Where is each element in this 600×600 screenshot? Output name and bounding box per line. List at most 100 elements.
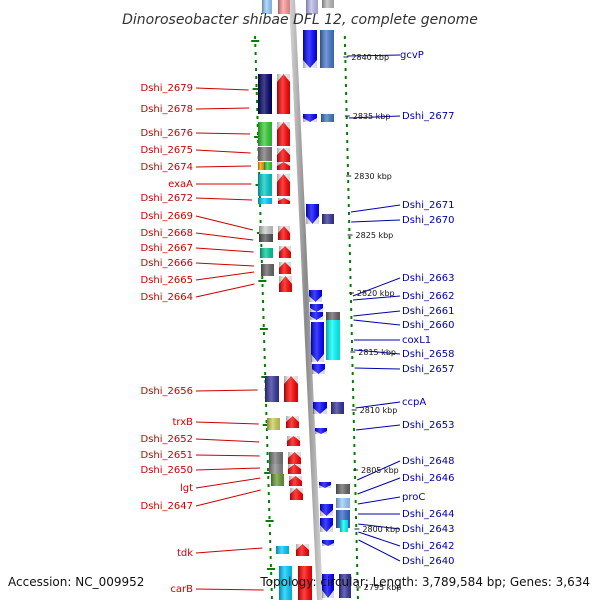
gene-feature[interactable] [278,226,290,240]
gene-feature[interactable] [260,248,273,258]
forward-gene-label[interactable]: Dshi_2647 [141,501,193,512]
gene-feature[interactable] [279,262,291,274]
reverse-gene-label[interactable]: Dshi_2662 [402,291,454,302]
reverse-gene-label[interactable]: Dshi_2643 [402,524,454,535]
gene-feature[interactable] [311,322,324,362]
reverse-gene-label[interactable]: Dshi_2642 [402,541,454,552]
gene-feature[interactable] [290,488,303,500]
gene-feature[interactable] [322,540,334,546]
gene-feature[interactable] [320,504,333,516]
forward-gene-label[interactable]: Dshi_2676 [141,128,193,139]
gene-feature[interactable] [269,452,283,464]
gene-feature[interactable] [288,452,301,464]
gene-feature[interactable] [259,234,273,242]
gene-feature[interactable] [336,498,350,508]
gene-feature[interactable] [312,364,325,374]
gene-feature[interactable] [279,276,292,292]
gene-feature[interactable] [296,544,309,556]
gene-feature[interactable] [265,376,279,402]
reverse-gene-label[interactable]: proC [402,492,425,503]
gene-feature[interactable] [277,174,290,196]
reverse-gene-label[interactable]: Dshi_2646 [402,473,454,484]
reverse-gene-label[interactable]: coxL1 [402,335,431,346]
forward-gene-label[interactable]: exaA [168,179,193,190]
gene-feature[interactable] [259,226,273,234]
reverse-gene-label[interactable]: Dshi_2657 [402,364,454,375]
reverse-gene-label[interactable]: Dshi_2660 [402,320,454,331]
gene-feature[interactable] [279,246,291,258]
reverse-gene-label[interactable]: ccpA [402,397,426,408]
forward-gene-label[interactable]: Dshi_2650 [141,465,193,476]
forward-gene-label[interactable]: Dshi_2672 [141,193,193,204]
gene-feature[interactable] [277,148,290,162]
gene-feature[interactable] [278,198,290,204]
gene-feature[interactable] [309,290,322,302]
gene-feature[interactable] [303,30,317,68]
gene-feature[interactable] [289,476,302,486]
reverse-gene-label[interactable]: Dshi_2661 [402,306,454,317]
forward-gene-label[interactable]: Dshi_2674 [141,162,193,173]
gene-feature[interactable] [326,312,340,320]
gene-feature[interactable] [269,464,283,474]
gene-feature[interactable] [313,402,327,414]
forward-gene-label[interactable]: Dshi_2668 [141,228,193,239]
gene-feature[interactable] [284,376,298,402]
gene-feature[interactable] [320,30,334,68]
gene-feature[interactable] [258,147,272,161]
gene-feature[interactable] [271,474,284,486]
gene-feature[interactable] [322,214,334,224]
forward-gene-label[interactable]: Dshi_2665 [141,275,193,286]
reverse-gene-label[interactable]: Dshi_2648 [402,456,454,467]
forward-gene-label[interactable]: Dshi_2664 [141,292,193,303]
gene-feature[interactable] [331,402,344,414]
gene-feature[interactable] [258,74,272,114]
gene-feature[interactable] [287,436,300,446]
gene-feature[interactable] [321,114,334,122]
forward-gene-label[interactable]: Dshi_2679 [141,83,193,94]
gene-feature[interactable] [261,264,274,276]
gene-feature[interactable] [288,464,301,474]
gene-feature[interactable] [267,418,280,430]
forward-gene-label[interactable]: Dshi_2652 [141,434,193,445]
reverse-gene-label[interactable]: Dshi_2670 [402,215,454,226]
gene-feature[interactable] [277,74,290,114]
forward-gene-label[interactable]: Dshi_2678 [141,104,193,115]
reverse-gene-label[interactable]: Dshi_2644 [402,509,454,520]
gene-feature[interactable] [277,162,290,170]
forward-gene-label[interactable]: carB [170,584,193,595]
gene-feature[interactable] [336,484,350,494]
forward-gene-label[interactable]: Dshi_2669 [141,211,193,222]
forward-gene-label[interactable]: lgt [180,483,193,494]
reverse-gene-label[interactable]: Dshi_2653 [402,420,454,431]
gene-feature[interactable] [303,114,317,122]
forward-gene-label[interactable]: Dshi_2666 [141,258,193,269]
reverse-gene-label[interactable]: Dshi_2640 [402,556,454,567]
forward-gene-label[interactable]: tdk [177,548,193,559]
gene-feature[interactable] [326,320,340,360]
gene-feature[interactable] [315,428,327,434]
gene-feature[interactable] [276,546,289,554]
forward-gene-label[interactable]: Dshi_2651 [141,450,193,461]
reverse-gene-label[interactable]: Dshi_2658 [402,349,454,360]
gene-feature[interactable] [319,482,331,488]
reverse-gene-label[interactable]: Dshi_2677 [402,111,454,122]
gene-feature[interactable] [264,162,272,170]
gene-feature[interactable] [258,162,264,170]
gene-feature[interactable] [258,198,272,204]
gene-feature[interactable] [340,520,348,532]
gene-feature[interactable] [286,416,299,428]
gene-feature[interactable] [310,304,323,312]
gene-feature[interactable] [258,174,272,196]
gene-feature[interactable] [310,312,323,320]
forward-gene-label[interactable]: Dshi_2656 [141,386,193,397]
gene-feature[interactable] [320,518,333,532]
gene-feature[interactable] [277,122,290,146]
forward-gene-label[interactable]: trxB [172,417,193,428]
forward-gene-label[interactable]: Dshi_2667 [141,243,193,254]
reverse-gene-label[interactable]: Dshi_2663 [402,273,454,284]
gene-feature[interactable] [306,204,319,224]
reverse-gene-label[interactable]: gcvP [400,50,424,61]
reverse-gene-label[interactable]: Dshi_2671 [402,200,454,211]
forward-gene-label[interactable]: Dshi_2675 [141,145,193,156]
